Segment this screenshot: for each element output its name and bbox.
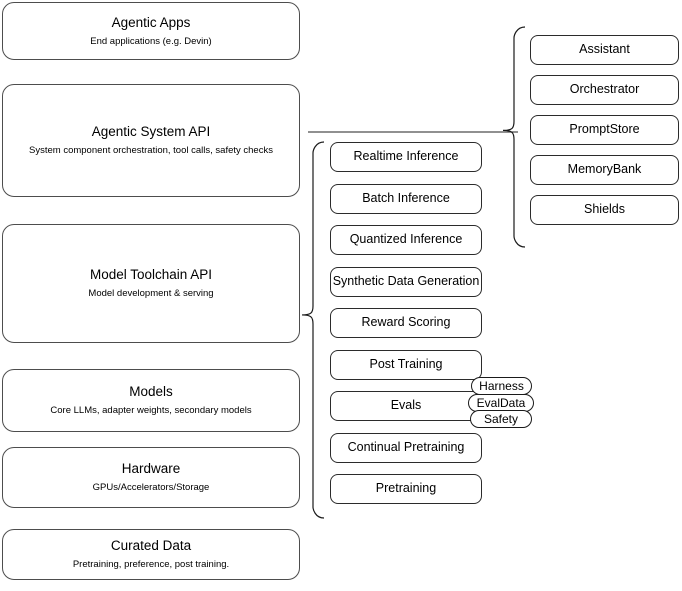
component-shields[interactable]: Shields [530,195,679,225]
component-orchestrator[interactable]: Orchestrator [530,75,679,105]
layer-title: Agentic Apps [111,14,191,30]
brace-path [301,141,325,519]
layer-curated-data[interactable]: Curated Data Pretraining, preference, po… [2,529,300,580]
node-label: Continual Pretraining [347,440,465,455]
node-label: Pretraining [375,481,437,496]
node-label: Quantized Inference [349,232,463,247]
layer-subtitle: GPUs/Accelerators/Storage [92,482,210,493]
layer-models[interactable]: Models Core LLMs, adapter weights, secon… [2,369,300,432]
node-label: Assistant [579,42,630,57]
capability-synthetic-data-generation[interactable]: Synthetic Data Generation [330,267,482,297]
capability-pretraining[interactable]: Pretraining [330,474,482,504]
node-label: Synthetic Data Generation [332,274,480,289]
capability-quantized-inference[interactable]: Quantized Inference [330,225,482,255]
node-label: EvalData [476,395,526,410]
capability-realtime-inference[interactable]: Realtime Inference [330,142,482,172]
evals-subitem-safety[interactable]: Safety [470,410,532,428]
node-label: Harness [479,378,524,393]
evals-subitem-harness[interactable]: Harness [471,377,532,395]
capability-evals[interactable]: Evals [330,391,482,421]
brace-path [502,26,526,248]
layer-agentic-system-api[interactable]: Agentic System API System component orch… [2,84,300,197]
node-label: Safety [483,411,519,426]
capability-post-training[interactable]: Post Training [330,350,482,380]
layer-title: Model Toolchain API [89,267,213,283]
layer-title: Models [129,384,173,400]
node-label: Post Training [369,357,443,372]
layer-subtitle: Model development & serving [88,288,214,299]
node-label: Evals [390,398,422,413]
node-label: Shields [584,202,625,217]
layer-agentic-apps[interactable]: Agentic Apps End applications (e.g. Devi… [2,2,300,60]
component-memorybank[interactable]: MemoryBank [530,155,679,185]
capability-reward-scoring[interactable]: Reward Scoring [330,308,482,338]
node-label: MemoryBank [567,162,642,177]
node-label: PromptStore [569,122,640,137]
layer-title: Agentic System API [91,124,211,140]
node-label: Batch Inference [362,191,450,206]
layer-title: Curated Data [110,538,192,554]
capability-continual-pretraining[interactable]: Continual Pretraining [330,433,482,463]
layer-subtitle: System component orchestration, tool cal… [29,145,273,156]
layer-subtitle: Core LLMs, adapter weights, secondary mo… [50,405,252,416]
node-label: Orchestrator [569,82,640,97]
component-assistant[interactable]: Assistant [530,35,679,65]
component-promptstore[interactable]: PromptStore [530,115,679,145]
layer-model-toolchain-api[interactable]: Model Toolchain API Model development & … [2,224,300,343]
layer-title: Hardware [121,461,181,477]
layer-hardware[interactable]: Hardware GPUs/Accelerators/Storage [2,447,300,508]
layer-subtitle: Pretraining, preference, post training. [72,559,230,570]
node-label: Realtime Inference [353,149,459,164]
node-label: Reward Scoring [361,315,451,330]
capability-batch-inference[interactable]: Batch Inference [330,184,482,214]
layer-subtitle: End applications (e.g. Devin) [90,35,212,47]
